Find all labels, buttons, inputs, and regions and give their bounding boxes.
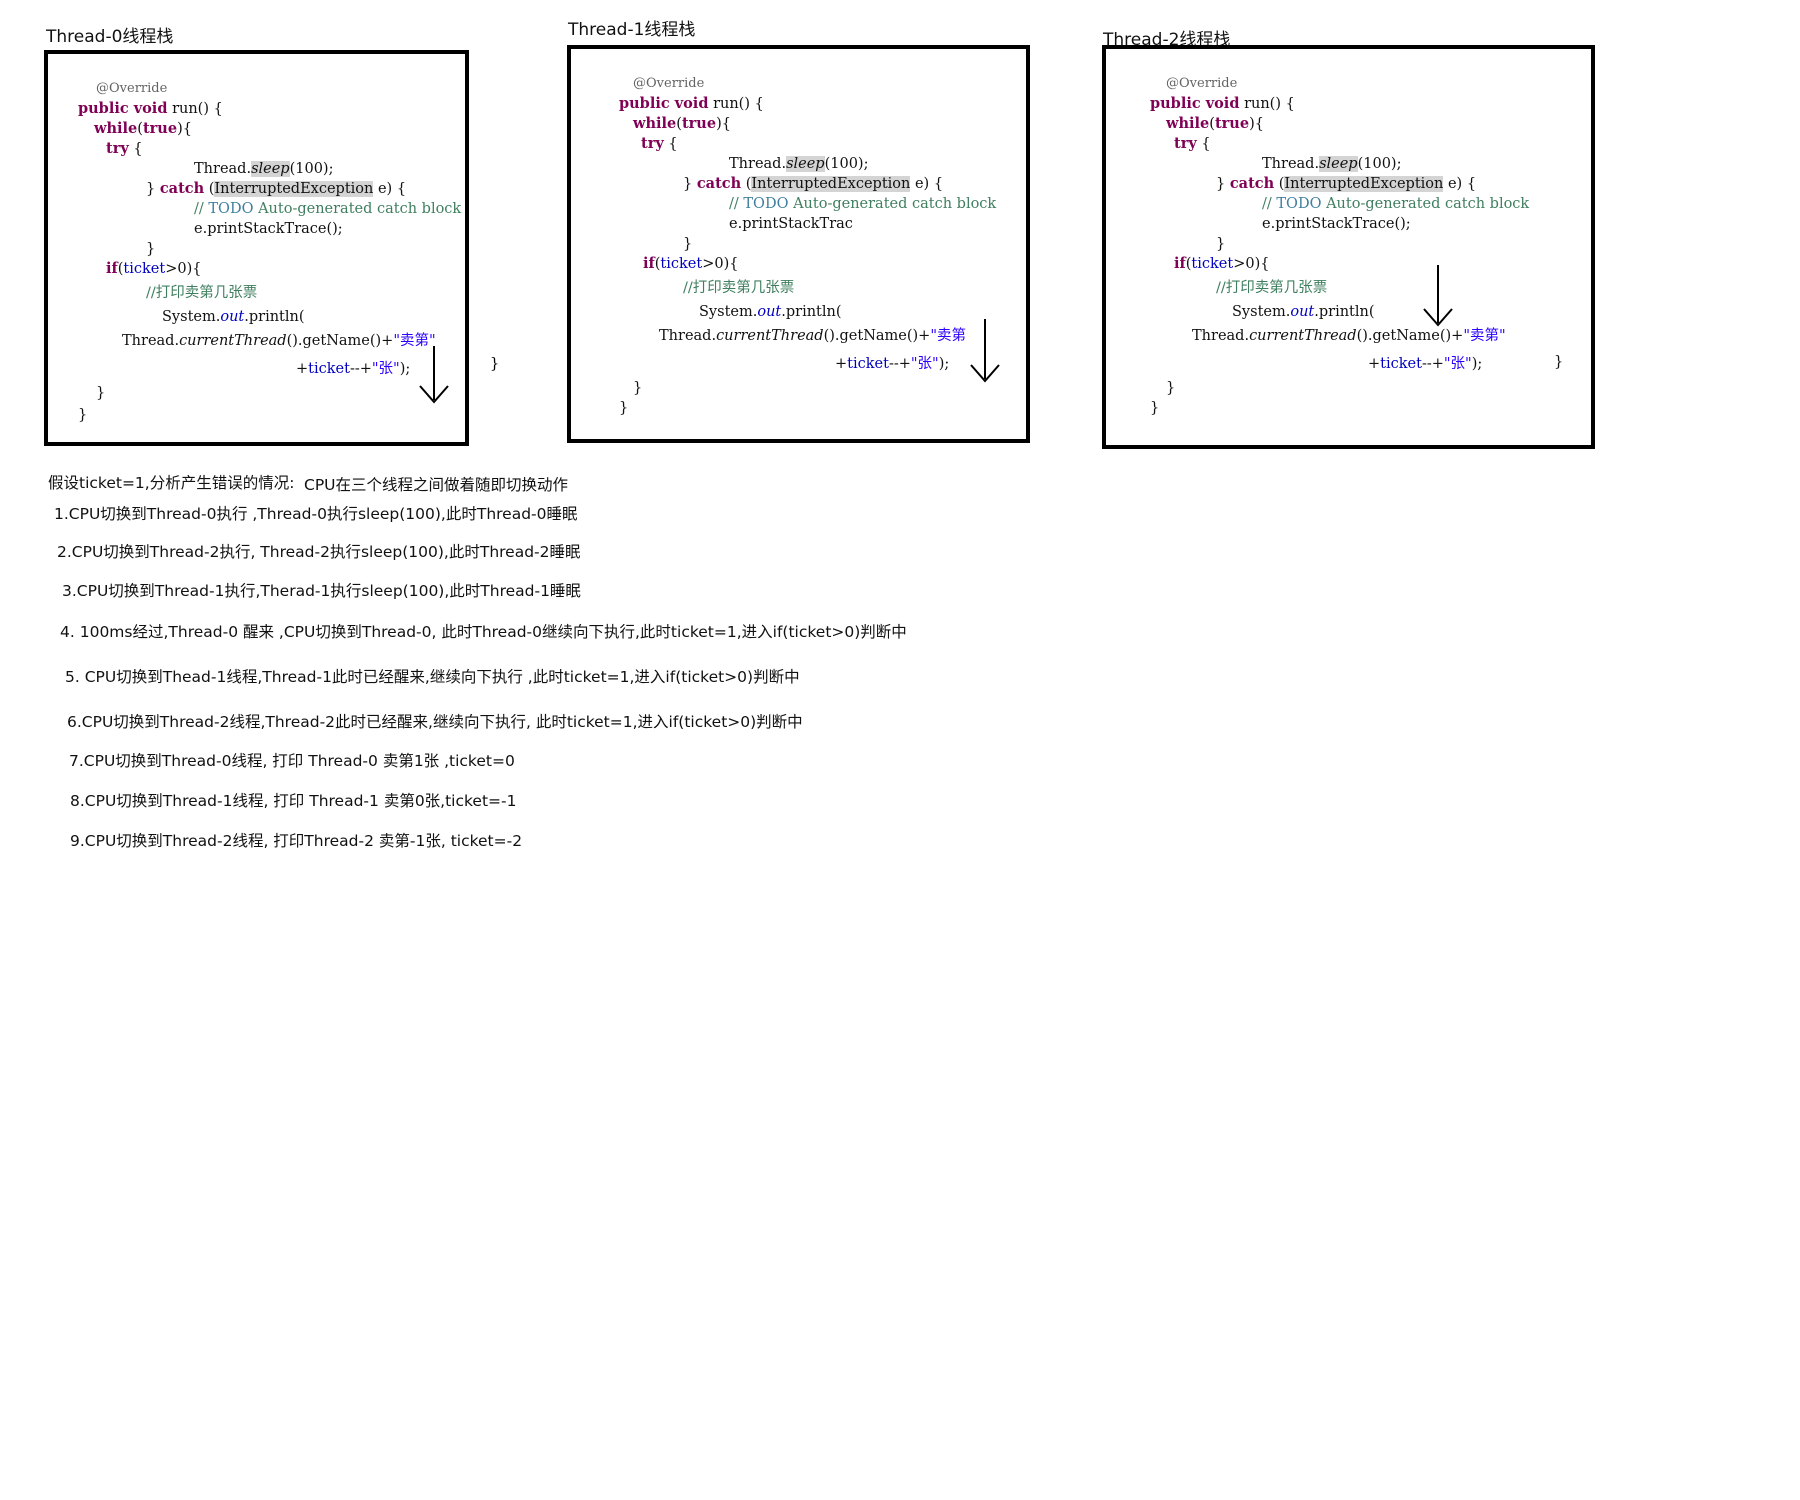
print-stack-line: e.printStackTrace();: [194, 221, 343, 237]
annotation-line: @Override: [96, 81, 168, 96]
down-arrow-icon: [1423, 265, 1453, 327]
run-line: public void run() {: [78, 100, 223, 117]
print-stack-line: e.printStackTrace();: [1262, 216, 1411, 232]
while-line: while(true){: [94, 120, 192, 137]
close-brace: }: [1216, 236, 1226, 252]
stack-box-thread-2: @Override public void run() { while(true…: [1102, 45, 1595, 449]
catch-line: } catch (InterruptedException e) {: [683, 175, 944, 192]
run-line: public void run() {: [1150, 95, 1295, 112]
stack-box-thread-1: @Override public void run() { while(true…: [567, 45, 1030, 443]
try-line: try {: [1174, 135, 1211, 152]
close-brace: }: [633, 380, 643, 396]
stack-box-thread-0: @Override public void run() { while(true…: [44, 50, 469, 446]
close-brace: }: [683, 236, 693, 252]
stack-title-thread-0: Thread-0线程栈: [46, 27, 174, 47]
catch-line: } catch (InterruptedException e) {: [146, 180, 407, 197]
analysis-heading-cpu: CPU在三个线程之间做着随即切换动作: [304, 476, 569, 494]
println-line: System.out.println(: [699, 304, 842, 320]
try-line: try {: [641, 135, 678, 152]
analysis-step: 3.CPU切换到Thread-1执行,Therad-1执行sleep(100),…: [62, 582, 581, 600]
print-stack-line: e.printStackTrac: [729, 216, 853, 232]
close-brace: }: [78, 407, 88, 423]
getname-line: Thread.currentThread().getName()+"卖第": [1192, 328, 1506, 344]
try-line: try {: [106, 140, 143, 157]
println-line: System.out.println(: [162, 309, 305, 325]
analysis-step: 2.CPU切换到Thread-2执行, Thread-2执行sleep(100)…: [57, 543, 581, 561]
if-line: if(ticket>0){: [106, 260, 202, 277]
run-line: public void run() {: [619, 95, 764, 112]
comment-print-ticket: //打印卖第几张票: [1216, 280, 1328, 296]
catch-line: } catch (InterruptedException e) {: [1216, 175, 1477, 192]
down-arrow-icon: [970, 319, 1000, 383]
close-brace: }: [1150, 400, 1160, 416]
annotation-line: @Override: [633, 76, 705, 91]
while-line: while(true){: [1166, 115, 1264, 132]
println-line: System.out.println(: [1232, 304, 1375, 320]
annotation-line: @Override: [1166, 76, 1238, 91]
getname-line: Thread.currentThread().getName()+"卖第: [659, 328, 967, 344]
close-brace: }: [490, 356, 500, 372]
todo-comment: // TODO Auto-generated catch block: [194, 201, 462, 217]
analysis-step: 6.CPU切换到Thread-2线程,Thread-2此时已经醒来,继续向下执行…: [67, 713, 803, 731]
sleep-line: Thread.sleep(100);: [1262, 156, 1402, 172]
if-line: if(ticket>0){: [643, 255, 739, 272]
close-brace: }: [619, 400, 629, 416]
comment-print-ticket: //打印卖第几张票: [683, 280, 795, 296]
analysis-step: 9.CPU切换到Thread-2线程, 打印Thread-2 卖第-1张, ti…: [70, 832, 523, 850]
sleep-line: Thread.sleep(100);: [194, 161, 334, 177]
todo-comment: // TODO Auto-generated catch block: [1262, 196, 1530, 212]
while-line: while(true){: [633, 115, 731, 132]
close-brace: }: [146, 241, 156, 257]
ticket-line: +ticket--+"张");: [296, 361, 411, 377]
close-brace: }: [1554, 354, 1564, 370]
stack-title-thread-1: Thread-1线程栈: [568, 20, 696, 40]
analysis-step: 8.CPU切换到Thread-1线程, 打印 Thread-1 卖第0张,tic…: [70, 792, 517, 810]
sleep-line: Thread.sleep(100);: [729, 156, 869, 172]
analysis-heading: 假设ticket=1,分析产生错误的情况:: [48, 474, 295, 492]
getname-line: Thread.currentThread().getName()+"卖第": [122, 333, 436, 349]
analysis-step: 4. 100ms经过,Thread-0 醒来 ,CPU切换到Thread-0, …: [60, 623, 907, 641]
analysis-step: 5. CPU切换到Thead-1线程,Thread-1此时已经醒来,继续向下执行…: [65, 668, 800, 686]
todo-comment: // TODO Auto-generated catch block: [729, 196, 997, 212]
down-arrow-icon: [419, 346, 449, 404]
ticket-line: +ticket--+"张");: [1368, 356, 1483, 372]
comment-print-ticket: //打印卖第几张票: [146, 285, 258, 301]
if-line: if(ticket>0){: [1174, 255, 1270, 272]
ticket-line: +ticket--+"张");: [835, 356, 950, 372]
analysis-step: 7.CPU切换到Thread-0线程, 打印 Thread-0 卖第1张 ,ti…: [69, 752, 515, 770]
close-brace: }: [96, 385, 106, 401]
close-brace: }: [1166, 380, 1176, 396]
analysis-step: 1.CPU切换到Thread-0执行 ,Thread-0执行sleep(100)…: [54, 505, 578, 523]
